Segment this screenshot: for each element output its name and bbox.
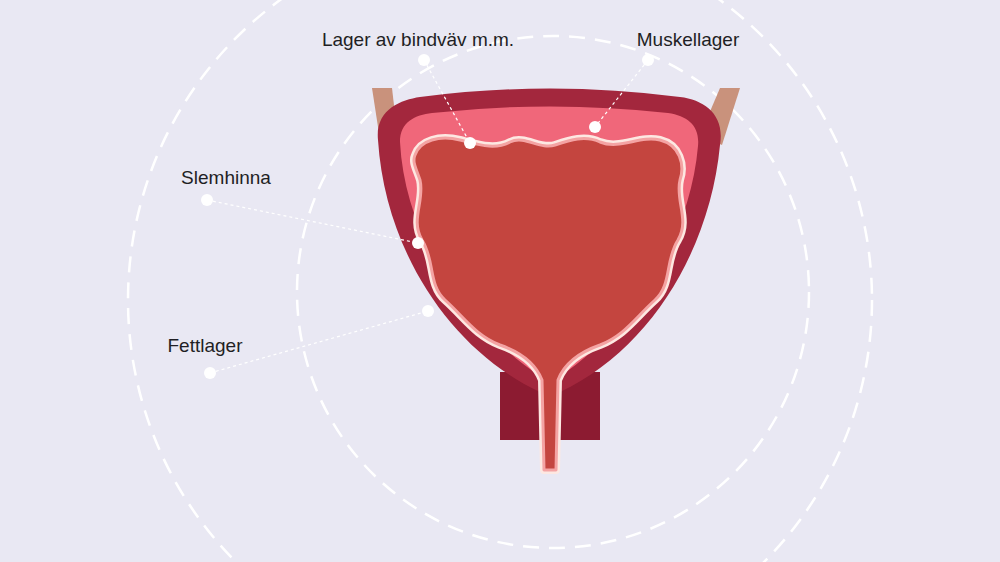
mucosa-inner	[414, 138, 683, 470]
part-label: Fettlager	[168, 335, 243, 358]
leader-dot	[418, 54, 430, 66]
part-label: Slemhinna	[181, 167, 271, 190]
mucosa	[414, 138, 683, 470]
leader-line	[210, 311, 428, 373]
outer-ring	[128, 0, 872, 562]
part-label: Muskellager	[637, 29, 739, 52]
inner-ring	[297, 36, 809, 548]
part-label: Lager av bindväv m.m.	[322, 29, 514, 52]
leader-line	[207, 200, 418, 243]
leader-dot	[204, 367, 216, 379]
leader-dots	[201, 54, 654, 379]
leader-line	[424, 60, 470, 143]
leader-dot	[422, 305, 434, 317]
leader-dot	[464, 137, 476, 149]
leader-dot	[589, 121, 601, 133]
leader-line	[595, 60, 648, 127]
leader-lines	[207, 60, 648, 373]
dashed-rings	[128, 0, 872, 562]
leader-dot	[642, 54, 654, 66]
leader-dot	[412, 237, 424, 249]
leader-dot	[201, 194, 213, 206]
mucosa-outer	[414, 138, 683, 470]
